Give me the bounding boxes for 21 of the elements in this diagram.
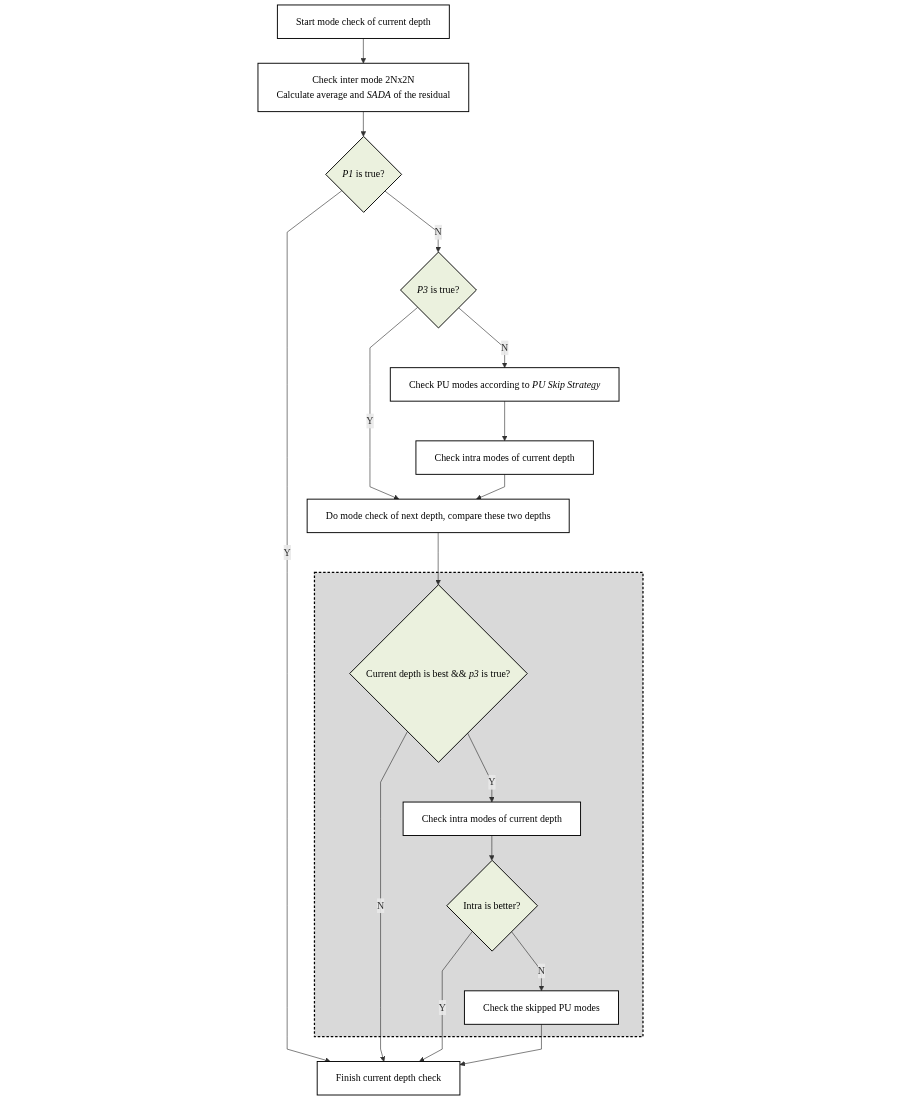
edge-label: Y [438, 1001, 446, 1013]
edge-label: Y [366, 415, 374, 426]
node-box: Check inter mode 2Nx2N Calculate average and SADA of the residual [257, 62, 470, 113]
edge-label: N [537, 965, 546, 976]
edge-label: Y [488, 776, 496, 788]
node-box: Do mode check of next depth, compare these two depths [306, 498, 570, 534]
node-diamond: P3 is true? [400, 251, 477, 329]
node-diamond: P1 is true? [325, 135, 403, 213]
edge-label: N [434, 226, 442, 238]
node-diamond: Intra is better? [446, 859, 539, 952]
node-box: Check intra modes of current depth [402, 801, 582, 836]
node-diamond: Current depth is best && p3 is true? [349, 584, 528, 763]
node-box: Check intra modes of current depth [415, 440, 594, 475]
node-box: Check the skipped PU modes [464, 990, 619, 1025]
node-box: Finish current depth check [316, 1061, 461, 1096]
node-box: Check PU modes according to PU Skip Strategy [389, 367, 620, 402]
edge-label: Y [283, 546, 291, 558]
node-box: Start mode check of current depth [276, 4, 450, 39]
edge-label: N [377, 900, 385, 911]
edge-label: N [501, 342, 509, 353]
cluster [313, 571, 644, 1038]
